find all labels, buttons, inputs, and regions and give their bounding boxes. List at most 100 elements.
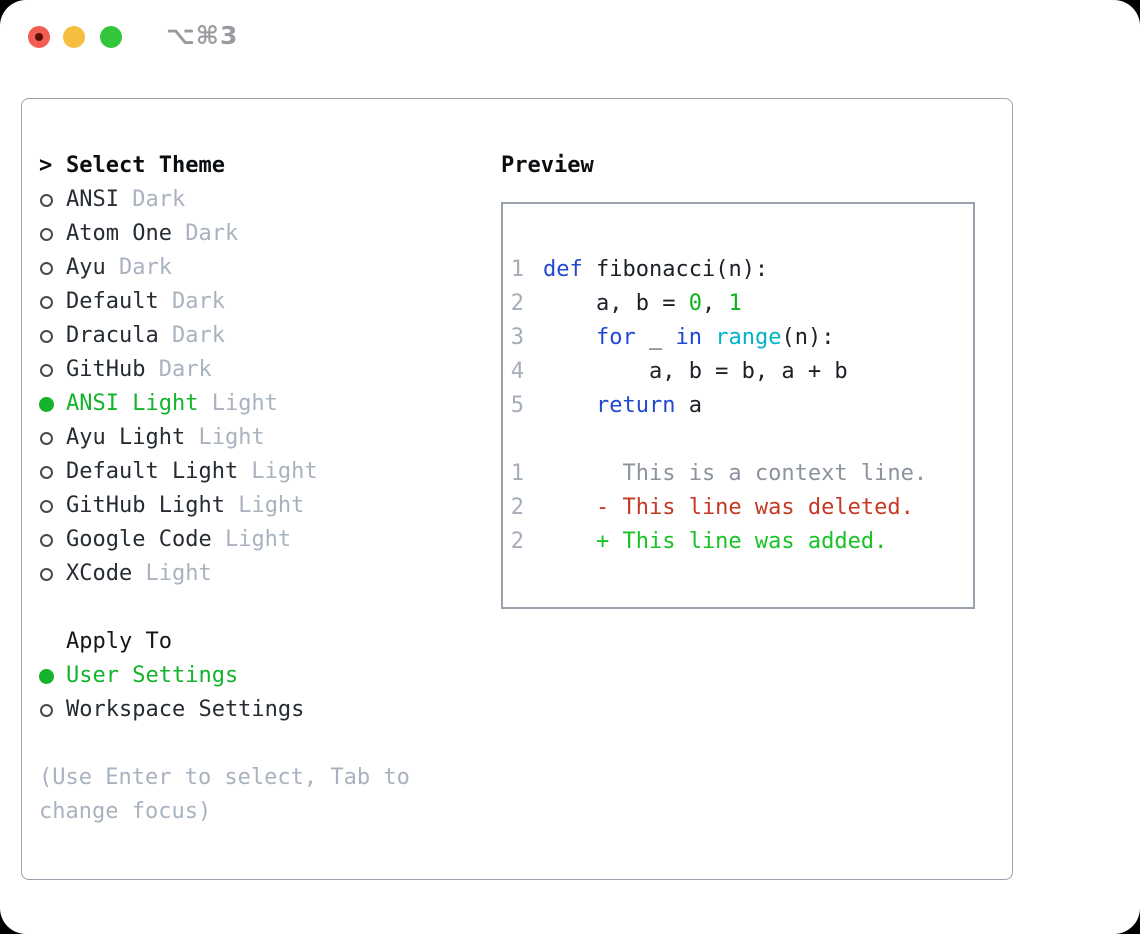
line-number: 1 bbox=[510, 461, 524, 486]
radio-selected-icon bbox=[39, 668, 54, 684]
theme-variant-label: Dark bbox=[158, 289, 225, 314]
theme-variant-label: Light bbox=[211, 527, 292, 552]
theme-option-default[interactable]: Default Dark bbox=[39, 285, 410, 319]
preview-line: 2 a, b = 0, 1 bbox=[510, 287, 973, 321]
line-number: 2 bbox=[510, 495, 524, 520]
theme-variant-label: Light bbox=[185, 425, 265, 450]
theme-option-atom-one[interactable]: Atom One Dark bbox=[39, 217, 410, 251]
theme-variant-label: Dark bbox=[171, 221, 239, 246]
radio-icon bbox=[40, 363, 53, 377]
spacer bbox=[39, 727, 410, 761]
preview-line: 4 a, b = b, a + b bbox=[510, 355, 973, 389]
spacer bbox=[39, 591, 410, 625]
code-content: This is a context line. bbox=[543, 461, 928, 486]
radio-icon bbox=[40, 567, 53, 581]
line-number: 3 bbox=[510, 325, 524, 350]
theme-variant-label: Dark bbox=[118, 187, 186, 212]
theme-option-xcode[interactable]: XCode Light bbox=[39, 557, 410, 591]
code-content: a, b = b, a + b bbox=[543, 359, 848, 384]
radio-icon bbox=[40, 329, 53, 343]
theme-variant-label: Dark bbox=[105, 255, 172, 280]
theme-option-label: Atom One bbox=[66, 221, 172, 246]
theme-option-label: Ayu Light bbox=[66, 425, 186, 450]
preview-line: 2 - This line was deleted. bbox=[510, 491, 973, 525]
apply-option-label: Workspace Settings bbox=[66, 697, 305, 722]
line-number: 5 bbox=[510, 393, 524, 418]
radio-icon bbox=[40, 295, 53, 309]
apply-to-header-row: Apply To bbox=[39, 625, 410, 659]
code-content: for _ in range(n): bbox=[595, 325, 835, 350]
help-text-line1: (Use Enter to select, Tab to bbox=[39, 765, 410, 790]
theme-option-label: Dracula bbox=[66, 323, 159, 348]
code-content: a, b = 0, 1 bbox=[543, 291, 742, 316]
select-theme-header-row: > Select Theme bbox=[39, 149, 410, 183]
preview-line: 1 This is a context line. bbox=[510, 457, 973, 491]
theme-option-github[interactable]: GitHub Dark bbox=[39, 353, 410, 387]
prompt-icon: > bbox=[39, 153, 53, 178]
code-content: + This line was added. bbox=[543, 529, 888, 554]
zoom-button[interactable] bbox=[100, 26, 122, 48]
radio-icon bbox=[40, 499, 53, 513]
line-number bbox=[510, 423, 524, 457]
theme-option-default-light[interactable]: Default Light Light bbox=[39, 455, 410, 489]
line-number: 2 bbox=[510, 291, 524, 316]
radio-icon bbox=[40, 261, 53, 275]
select-theme-title: Select Theme bbox=[66, 153, 225, 178]
radio-icon bbox=[40, 465, 53, 479]
theme-option-label: Ayu bbox=[66, 255, 106, 280]
theme-option-label: GitHub Light bbox=[66, 493, 225, 518]
theme-option-ayu[interactable]: Ayu Dark bbox=[39, 251, 410, 285]
code-content: def fibonacci(n): bbox=[543, 257, 769, 282]
theme-variant-label: Dark bbox=[158, 323, 225, 348]
theme-variant-label: Light bbox=[198, 391, 278, 416]
radio-icon bbox=[40, 431, 53, 445]
theme-option-label: XCode bbox=[66, 561, 133, 586]
radio-icon bbox=[40, 193, 53, 207]
theme-option-label: GitHub bbox=[66, 357, 146, 382]
apply-option-user-settings[interactable]: User Settings bbox=[39, 659, 410, 693]
preview-line bbox=[510, 423, 973, 457]
theme-option-ansi[interactable]: ANSI Dark bbox=[39, 183, 410, 217]
line-number: 2 bbox=[510, 529, 524, 554]
radio-icon bbox=[40, 227, 53, 241]
theme-option-dracula[interactable]: Dracula Dark bbox=[39, 319, 410, 353]
window-title-shortcut: ⌥⌘3 bbox=[166, 21, 239, 50]
theme-variant-label: Dark bbox=[145, 357, 212, 382]
theme-option-ansi-light[interactable]: ANSI Light Light bbox=[39, 387, 410, 421]
theme-option-github-light[interactable]: GitHub Light Light bbox=[39, 489, 410, 523]
apply-to-title: Apply To bbox=[66, 629, 172, 654]
theme-variant-label: Light bbox=[238, 459, 318, 484]
apply-option-label: User Settings bbox=[66, 663, 239, 688]
radio-icon bbox=[40, 533, 53, 547]
theme-variant-label: Light bbox=[132, 561, 212, 586]
theme-option-google-code[interactable]: Google Code Light bbox=[39, 523, 410, 557]
preview-title: Preview bbox=[501, 153, 594, 178]
radio-selected-icon bbox=[39, 396, 54, 412]
preview-line: 3 for _ in range(n): bbox=[510, 321, 973, 355]
preview-line: 2 + This line was added. bbox=[510, 525, 973, 559]
radio-icon bbox=[40, 703, 53, 717]
preview-line: 5 return a bbox=[510, 389, 973, 423]
theme-option-label: Google Code bbox=[66, 527, 212, 552]
close-dot-icon bbox=[35, 33, 43, 41]
code-content: - This line was deleted. bbox=[543, 495, 914, 520]
minimize-button[interactable] bbox=[63, 26, 85, 48]
line-number: 4 bbox=[510, 359, 524, 384]
apply-option-workspace-settings[interactable]: Workspace Settings bbox=[39, 693, 410, 727]
line-number: 1 bbox=[510, 257, 524, 282]
theme-option-label: Default bbox=[66, 289, 159, 314]
theme-variant-label: Light bbox=[224, 493, 305, 518]
theme-option-ayu-light[interactable]: Ayu Light Light bbox=[39, 421, 410, 455]
help-text-line2: change focus) bbox=[39, 799, 212, 824]
preview-line: 1 def fibonacci(n): bbox=[510, 253, 973, 287]
theme-option-label: ANSI bbox=[66, 187, 119, 212]
close-button[interactable] bbox=[28, 26, 50, 48]
